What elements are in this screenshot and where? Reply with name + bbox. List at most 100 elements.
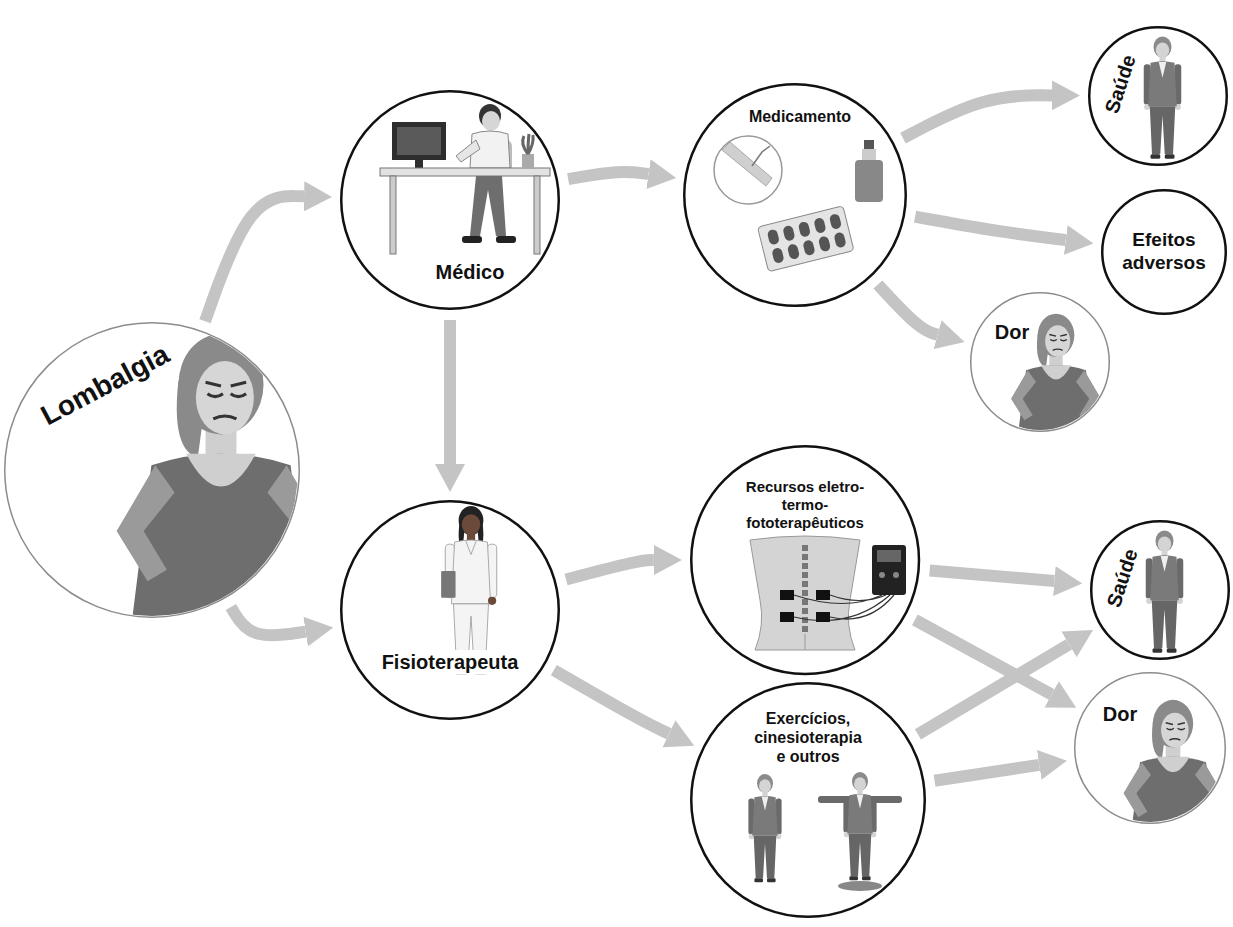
- electrode: [780, 612, 794, 622]
- circle-outline: [691, 683, 925, 917]
- monitor-screen: [397, 127, 441, 155]
- arrow-connector: [930, 571, 1055, 582]
- arrow-connector: [205, 196, 304, 321]
- pill: [818, 235, 831, 252]
- arrow-connector: [915, 217, 1066, 240]
- circle-node: Medicamento: [683, 83, 907, 307]
- bottle-neck: [862, 149, 876, 160]
- pill: [829, 213, 842, 230]
- monitor: [392, 122, 446, 160]
- doctor-shoe: [462, 236, 482, 243]
- pill: [833, 232, 846, 249]
- circle-outline: [684, 84, 906, 306]
- node-label: Efeitos adversos: [1112, 229, 1216, 275]
- circle-outline: [1102, 190, 1226, 314]
- electrode: [816, 612, 830, 622]
- node-label: Dor: [993, 320, 1031, 344]
- circle-outline: [1075, 673, 1226, 824]
- gluteal-line: [805, 634, 806, 650]
- circle-outline: [340, 500, 560, 720]
- arrow-connector: [568, 172, 648, 179]
- circle-node: Saúde: [1088, 26, 1228, 166]
- tens-screen: [877, 550, 901, 562]
- circle-outline: [970, 292, 1110, 432]
- circle-outline: [691, 446, 919, 674]
- doctor-arm: [456, 140, 480, 162]
- circle-node: Dor: [970, 292, 1110, 432]
- pill-blister: [757, 206, 854, 272]
- circle-node: Lombalgia: [4, 322, 300, 618]
- desk-leg: [390, 176, 396, 254]
- circle-outline: [5, 323, 300, 618]
- walking-woman: [748, 774, 781, 882]
- circle-outline: [1091, 521, 1229, 659]
- node-label: Fisioterapeuta: [380, 650, 521, 674]
- circle-outline: [1089, 27, 1227, 165]
- tens-device: [872, 545, 906, 595]
- back-torso: [750, 536, 860, 650]
- plant-pot: [522, 154, 534, 168]
- arrow-connector: [935, 765, 1040, 781]
- node-label: Saúde: [1101, 544, 1144, 612]
- balance-disk: [838, 881, 882, 891]
- circle-outline: [971, 293, 1110, 432]
- arrow-connector: [903, 95, 1052, 138]
- circle-node: Exercícios, cinesioterapia e outros: [690, 682, 926, 918]
- pill: [767, 229, 780, 246]
- desk-leg: [534, 176, 540, 254]
- tens-knob: [893, 572, 899, 578]
- electrode: [816, 590, 830, 600]
- pill: [802, 239, 815, 256]
- arrow-connector: [444, 320, 456, 464]
- tens-knob: [879, 572, 885, 578]
- arm: [722, 142, 772, 186]
- healthy-woman: [1144, 37, 1182, 159]
- arrow-connector: [231, 607, 306, 635]
- node-label: Dor: [1101, 702, 1139, 726]
- blister-pack: [757, 206, 854, 272]
- arrow-connector: [915, 620, 1052, 695]
- desk-top: [380, 168, 550, 176]
- monitor-stand: [415, 160, 423, 168]
- circle-node: Efeitos adversos: [1101, 189, 1227, 315]
- node-label: Médico: [434, 260, 507, 284]
- node-label: Lombalgia: [34, 336, 177, 433]
- balancing-woman: [843, 772, 876, 880]
- doctor-legs: [470, 176, 506, 236]
- pill: [771, 247, 784, 264]
- pill: [813, 217, 826, 234]
- circle-node: Saúde: [1090, 520, 1230, 660]
- circle-outline: [341, 91, 559, 309]
- bottle-cap: [864, 140, 874, 149]
- electrode: [780, 590, 794, 600]
- arrow-connector: [554, 670, 669, 734]
- node-label: Saúde: [1099, 50, 1142, 118]
- physiotherapist: [441, 506, 497, 674]
- arrow-connector: [566, 560, 654, 579]
- node-label: Medicamento: [747, 107, 853, 126]
- pill: [782, 225, 795, 242]
- circle-node: Médico: [340, 90, 560, 310]
- doctor-shoe: [496, 236, 516, 243]
- circle-node: Fisioterapeuta: [340, 500, 560, 720]
- iv-line: [752, 146, 770, 166]
- circle-outline: [1074, 672, 1226, 824]
- circle-outline: [341, 501, 559, 719]
- arm-inset: [714, 136, 782, 204]
- arrow-connector: [878, 285, 938, 335]
- circle-node: Recursos eletro- termo- fototerapêuticos: [690, 445, 920, 675]
- node-label: Recursos eletro- termo- fototerapêuticos: [733, 478, 877, 532]
- plant-leaves: [523, 134, 533, 154]
- circle-node: Dor: [1074, 672, 1226, 824]
- bottle: [855, 160, 883, 202]
- electrode-wire: [794, 595, 894, 621]
- node-label: Exercícios, cinesioterapia e outros: [749, 709, 868, 767]
- pill: [798, 221, 811, 238]
- arrow-connector: [918, 644, 1069, 734]
- pill: [787, 243, 800, 260]
- doctor-face: [482, 111, 500, 131]
- healthy-woman: [1146, 531, 1184, 653]
